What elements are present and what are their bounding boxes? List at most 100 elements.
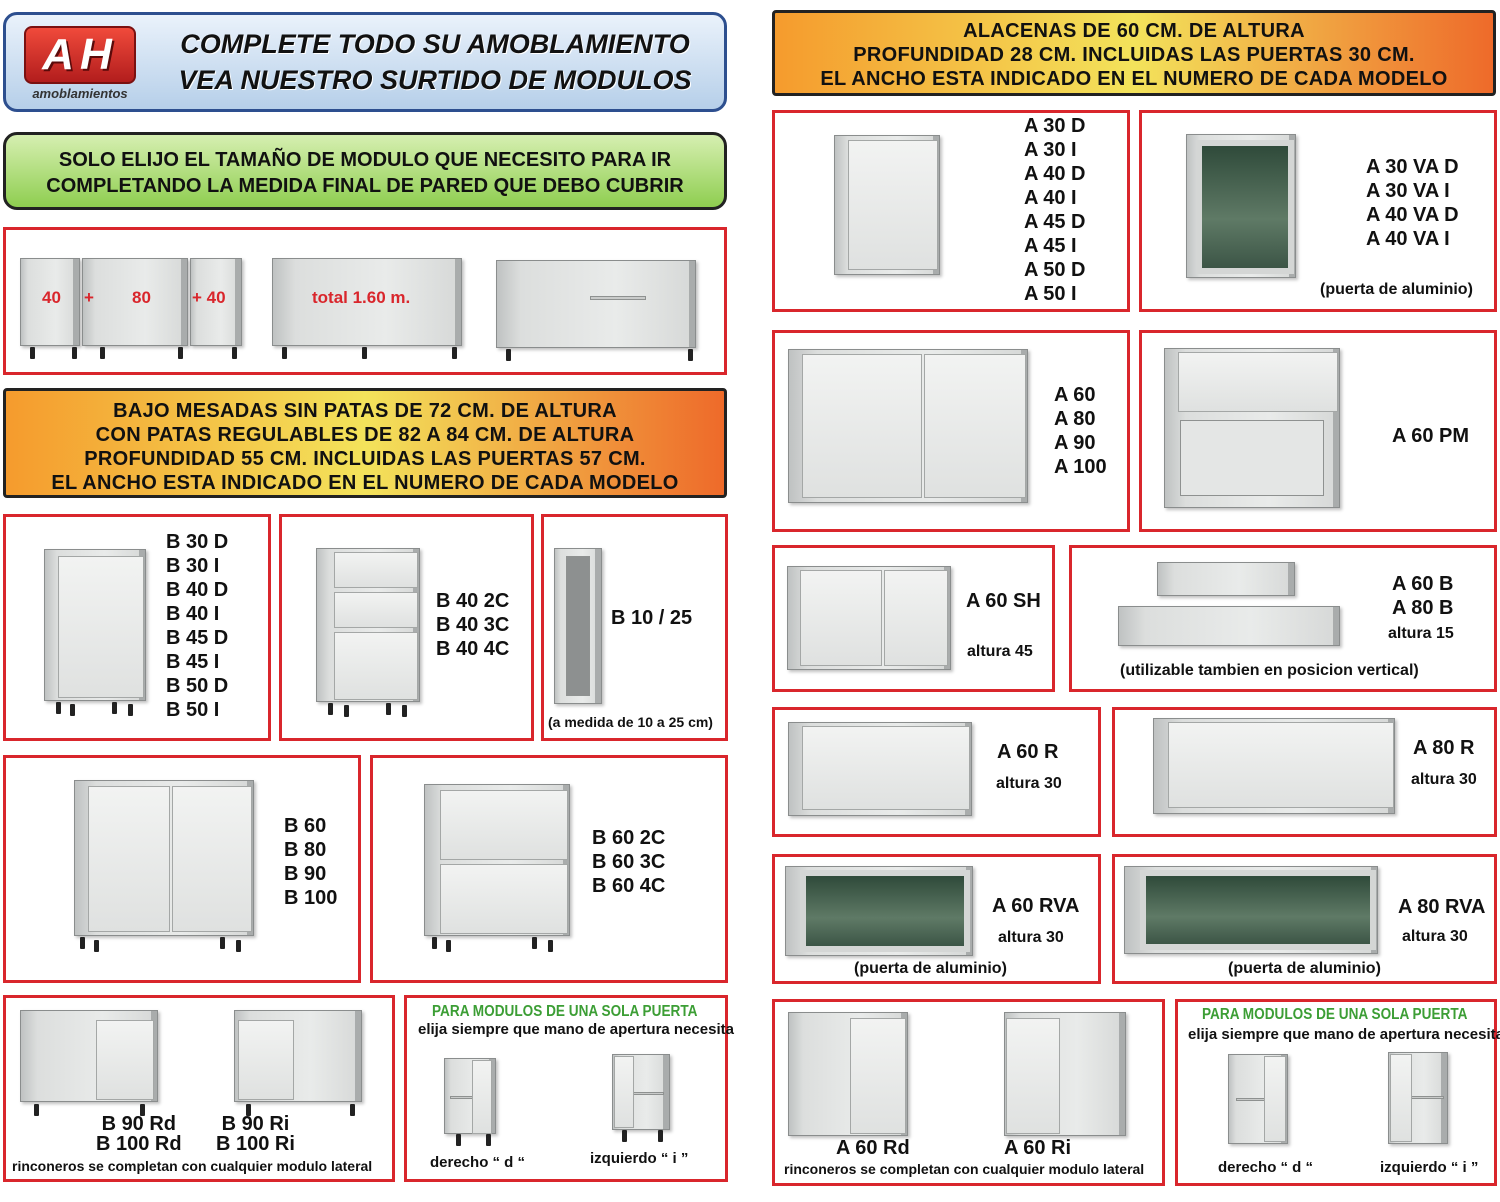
a30va-note: (puerta de aluminio)	[1320, 281, 1473, 298]
cabinet-leg	[548, 940, 553, 952]
b-single-title: PARA MODULOS DE UNA SOLA PUERTA	[432, 1003, 698, 1020]
a60sh-height: altura 45	[967, 643, 1033, 660]
model-code: A 60 RVA	[992, 895, 1080, 917]
example-open-shelf	[590, 296, 646, 300]
green-banner: SOLO ELIJO EL TAMAÑO DE MODULO QUE NECES…	[3, 132, 727, 210]
model-code: B 100 Rd	[96, 1133, 182, 1155]
a60r-height: altura 30	[996, 775, 1062, 792]
cabinet-leg	[128, 704, 133, 716]
a-single-left-label: izquierdo “ i ”	[1380, 1159, 1479, 1176]
cabinet-a60pm-opening	[1180, 420, 1324, 496]
cabinet-leg	[386, 703, 391, 715]
model-code: B 60 4C	[592, 875, 666, 897]
model-code: B 90 Rd	[101, 1113, 177, 1135]
model-code: B 50 D	[166, 675, 229, 697]
models-b60c: B 60 2C B 60 3C B 60 4C	[592, 826, 665, 898]
corner-door	[850, 1018, 906, 1134]
cabinet-a60rva-glass	[800, 870, 970, 952]
cabinet-a60-door-right	[924, 354, 1026, 498]
cabinet-a30va-glass	[1196, 140, 1294, 274]
model-code: A 60 Rd	[836, 1137, 910, 1159]
model-code: A 40 I	[1024, 187, 1077, 209]
alacenas-banner-line1: ALACENAS DE 60 CM. DE ALTURA	[963, 20, 1305, 42]
model-code: B 45 D	[166, 627, 229, 649]
model-code: B 50 I	[166, 699, 220, 721]
model-code: B 80	[284, 839, 327, 861]
a60rva-note: (puerta de aluminio)	[854, 960, 1007, 977]
model-a80r: A 80 R	[1413, 736, 1475, 760]
models-a30: A 30 D A 30 I A 40 D A 40 I A 45 D A 45 …	[1024, 114, 1086, 306]
alacenas-banner: ALACENAS DE 60 CM. DE ALTURA PROFUNDIDAD…	[772, 10, 1496, 96]
models-b40c: B 40 2C B 40 3C B 40 4C	[436, 589, 509, 661]
cabinet-leg	[236, 940, 241, 952]
example-cabinet-total	[272, 258, 462, 346]
model-code: B 10 / 25	[611, 607, 693, 629]
cabinet-b60-door-right	[172, 786, 252, 932]
cabinet-leg	[94, 940, 99, 952]
model-code: A 80 B	[1392, 597, 1454, 619]
cabinet-leg	[80, 937, 85, 949]
model-code: B 60 3C	[592, 851, 666, 873]
corner-door	[96, 1020, 154, 1100]
model-code: A 60 B	[1392, 573, 1454, 595]
b-corner-note: rinconeros se completan con cualquier mo…	[12, 1158, 373, 1174]
door	[1168, 722, 1394, 808]
model-code: B 40 4C	[436, 638, 510, 660]
cabinet-leg	[446, 940, 451, 952]
models-b30: B 30 D B 30 I B 40 D B 40 I B 45 D B 45 …	[166, 530, 228, 722]
logo: AH amoblamientos	[14, 22, 146, 104]
cabinet-leg	[328, 703, 333, 715]
door	[884, 570, 948, 666]
model-code: B 30 D	[166, 531, 229, 553]
cabinet-b10-inner	[566, 556, 590, 696]
models-b-corner-rd: B 90 Rd B 100 Rd	[96, 1114, 182, 1154]
green-banner-line2: COMPLETANDO LA MEDIDA FINAL DE PARED QUE…	[46, 175, 684, 197]
example-leg	[100, 347, 105, 359]
example-total-label: total 1.60 m.	[312, 288, 411, 307]
model-code: A 30 VA D	[1366, 156, 1459, 178]
model-a80rva: A 80 RVA	[1398, 895, 1485, 919]
green-banner-line1: SOLO ELIJO EL TAMAÑO DE MODULO QUE NECES…	[58, 149, 672, 171]
logo-badge	[24, 26, 136, 84]
model-code: A 45 I	[1024, 235, 1077, 257]
a-single-right-label: derecho “ d “	[1218, 1159, 1314, 1176]
bajo-banner-line2: CON PATAS REGULABLES DE 82 A 84 CM. DE A…	[95, 424, 635, 446]
example-label-80: 80	[132, 288, 151, 307]
model-code: A 30 I	[1024, 139, 1077, 161]
a60b-note: (utilizable tambien en posicion vertical…	[1120, 662, 1419, 679]
a80rva-height: altura 30	[1402, 928, 1468, 945]
example-leg	[452, 347, 457, 359]
cabinet-a60pm-flap	[1178, 352, 1338, 412]
a60b-height: altura 15	[1388, 625, 1454, 642]
cabinet-leg	[140, 1104, 145, 1116]
door	[800, 570, 882, 666]
model-code: A 60 Ri	[1004, 1137, 1072, 1159]
cabinet-leg	[456, 1134, 461, 1146]
open-door	[1264, 1056, 1286, 1142]
model-code: A 45 D	[1024, 211, 1086, 233]
cabinet-a60-door-left	[802, 354, 922, 498]
models-b60: B 60 B 80 B 90 B 100	[284, 814, 337, 910]
cabinet-leg	[112, 702, 117, 714]
models-b-corner-ri: B 90 Ri B 100 Ri	[216, 1114, 295, 1154]
cabinet-a80rva-glass	[1140, 870, 1376, 950]
cabinet-b30-door	[58, 556, 144, 698]
cabinet-leg	[220, 937, 225, 949]
example-leg	[282, 347, 287, 359]
corner-door	[238, 1020, 294, 1100]
cabinet-leg	[658, 1130, 663, 1142]
drawer	[334, 632, 418, 700]
example-leg	[362, 347, 367, 359]
header-title: COMPLETE TODO SU AMOBLAMIENTO VEA NUESTR…	[150, 26, 720, 98]
model-code: B 40 I	[166, 603, 220, 625]
model-a-corner-rd: A 60 Rd	[836, 1136, 910, 1160]
cabinet-leg	[34, 1104, 39, 1116]
cabinet-a60b-large	[1118, 606, 1340, 646]
cabinet-leg	[56, 702, 61, 714]
model-code: A 40 VA D	[1366, 204, 1459, 226]
b-single-left-label: izquierdo “ i ”	[590, 1150, 689, 1167]
a-single-sub: elija siempre que mano de apertura neces…	[1188, 1026, 1500, 1043]
model-code: A 30 D	[1024, 115, 1086, 137]
cabinet-b60-door-left	[88, 786, 170, 932]
model-code: A 100	[1054, 456, 1107, 478]
